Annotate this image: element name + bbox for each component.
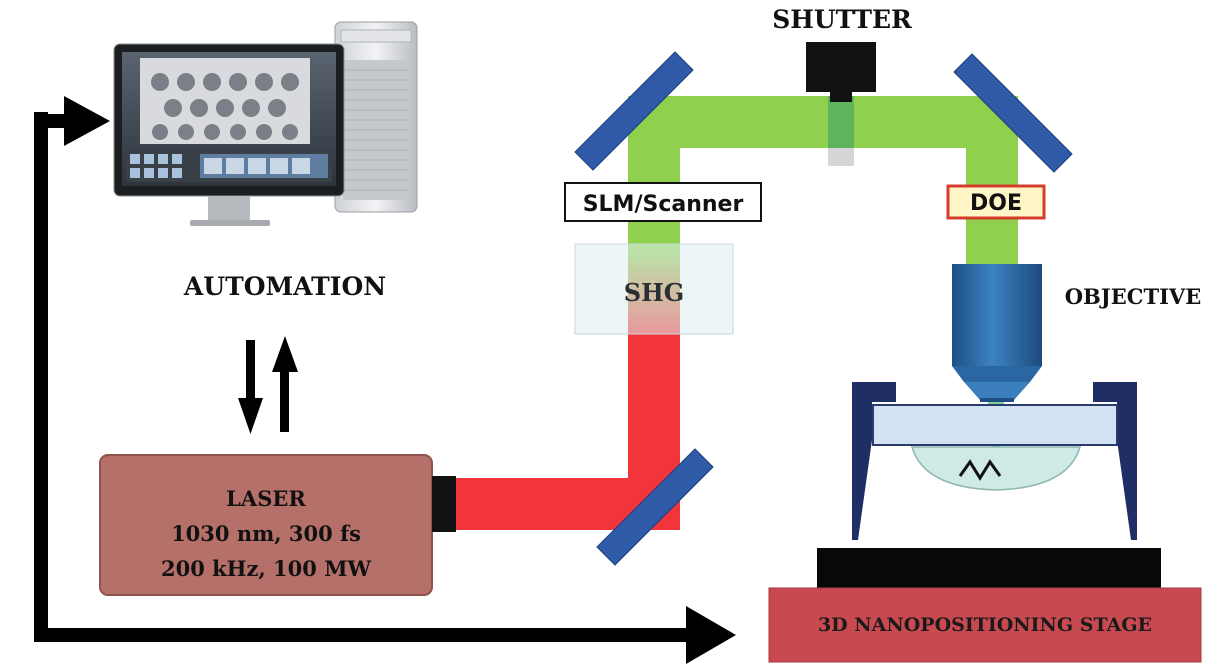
mirror-top-right [953,53,1073,173]
stage-platform [817,548,1161,588]
laser-spec-2: 200 kHz, 100 MW [161,556,371,581]
arrow-up-icon [272,336,298,432]
computer-icon [113,21,418,226]
laser-title: LASER [226,486,306,511]
slm-scanner-label: SLM/Scanner [583,192,744,217]
arrow-down-icon [238,340,263,434]
stage-label: 3D NANOPOSITIONING STAGE [818,614,1152,636]
laser-spec-1: 1030 nm, 300 fs [171,521,361,546]
mirror-bottom [596,448,714,566]
laser-source: LASER 1030 nm, 300 fs 200 kHz, 100 MW [99,454,456,596]
sample-holder [852,382,1137,540]
shg-label: SHG [624,278,685,307]
red-beam-horizontal [455,478,640,530]
slm-scanner-box [564,182,762,222]
stage-box [768,587,1202,663]
green-beam-top [628,96,1016,148]
doe-label: DOE [970,191,1022,216]
shg-crystal: SHG [574,243,734,335]
objective-lens [952,264,1042,402]
objective-label: OBJECTIVE [1065,284,1201,309]
shutter [806,42,876,102]
feedback-arrow [34,96,736,664]
doe-box [946,184,1046,220]
automation-label: AUTOMATION [183,272,386,301]
shutter-label: SHUTTER [772,5,912,34]
mirror-top-left [574,51,694,171]
